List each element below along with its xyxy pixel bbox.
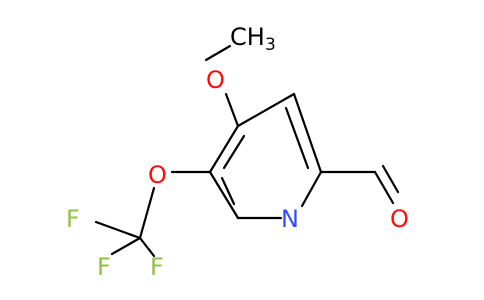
bond-omethoxy-ch3 [204, 44, 232, 62]
bond-c3-c2 [292, 92, 323, 174]
bond-cho-o-double [381, 164, 400, 194]
ether-oxygen-label: O [148, 161, 167, 189]
bond-c3-c2-double [284, 106, 310, 170]
fluorine-2-label: F [97, 253, 111, 281]
fluorine-3-label: F [150, 253, 164, 281]
bond-c4-omethoxy [224, 92, 240, 128]
bond-cf3-f3 [138, 236, 156, 258]
aldehyde-oxygen-label: O [390, 205, 409, 233]
methyl-subscript: 3 [265, 35, 276, 55]
methoxy-oxygen-label: O [206, 66, 225, 94]
fluorine-1-label: F [66, 205, 80, 233]
bond-cho-o [373, 170, 395, 205]
ring-nitrogen-label: N [281, 205, 299, 233]
bond-c6-c5 [208, 170, 240, 220]
pyridine-ring [208, 92, 323, 220]
bond-c2-n [300, 170, 323, 208]
bond-oether-cf3 [138, 186, 156, 240]
bond-c4-c3 [236, 92, 296, 128]
methyl-label: CH [230, 23, 265, 51]
bond-c5-c4 [208, 124, 240, 174]
bond-c6-c5-double [220, 176, 236, 206]
bond-c5-c4-double [222, 134, 246, 170]
bond-cf3-f2 [110, 236, 142, 256]
bond-cf3-f1 [94, 220, 142, 240]
